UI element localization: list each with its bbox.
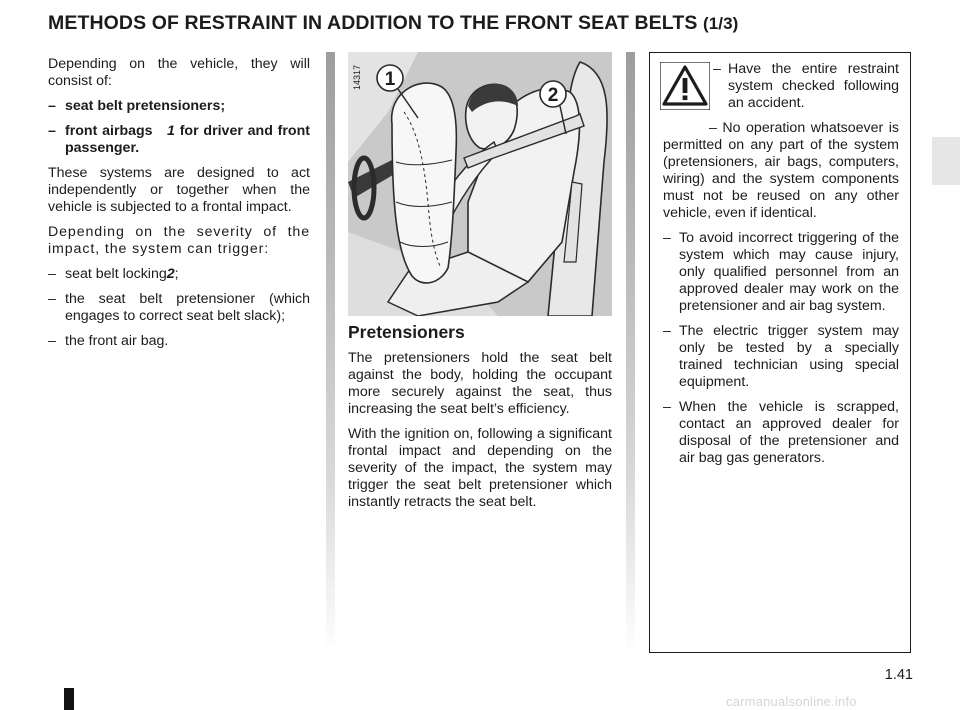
column-divider-right — [626, 52, 635, 654]
list-dash: – — [48, 98, 56, 114]
list-item-text-part: front airbags — [65, 123, 153, 139]
warning-item: – No operation whatsoever is permitted o… — [663, 120, 899, 222]
callout-1-leader — [397, 88, 419, 119]
list-item: – the seat belt pretensioner (which enga… — [48, 291, 310, 325]
list-dash: – — [713, 61, 721, 77]
callout-1-circle — [376, 64, 404, 92]
warning-item: – To avoid incorrect triggering of the s… — [663, 230, 899, 315]
warning-item-text: Have the entire restraint system checked… — [728, 61, 899, 111]
list-dash: – — [48, 266, 56, 282]
column-divider-left — [326, 52, 335, 654]
list-dash: – — [663, 230, 671, 246]
seat-belt-shape — [463, 113, 585, 169]
airbag-folds-shape — [395, 159, 453, 247]
exclamation-dot — [682, 95, 688, 101]
page-title: METHODS OF RESTRAINT IN ADDITION TO THE … — [48, 12, 738, 35]
warning-item-text: When the vehicle is scrapped, contact an… — [679, 399, 899, 466]
warning-item: – The electric trigger system may only b… — [663, 323, 899, 391]
callout-2-circle — [539, 80, 567, 108]
list-item-text: seat belt pretensioners; — [65, 98, 226, 114]
steering-wheel-shape — [351, 155, 377, 221]
warning-item-text: The electric trigger system may only be … — [679, 323, 899, 390]
list-item: – the front air bag. — [48, 333, 310, 350]
warning-item-text: No operation whatsoever is permitted on … — [663, 120, 900, 221]
list-item-text: seat belt locking2; — [65, 266, 310, 283]
page-number: 1.41 — [884, 667, 913, 683]
list-item-text-part: seat belt locking — [65, 266, 167, 282]
warning-box — [649, 52, 911, 653]
callout-reference: 1 — [167, 123, 175, 139]
list-dash: – — [48, 123, 56, 139]
section-heading: Pretensioners — [348, 322, 465, 342]
pretensioners-section: Pretensioners The pretensioners hold the… — [348, 322, 612, 519]
list-dash: – — [48, 333, 56, 349]
intro-paragraph: Depending on the vehicle, they will cons… — [48, 56, 310, 89]
list-item-text: front airbags 1 for driver and front pas… — [65, 123, 310, 157]
intro-column: Depending on the vehicle, they will cons… — [48, 56, 310, 358]
section-thumb-tab — [932, 137, 960, 185]
page-part-indicator: (1/3) — [702, 14, 739, 33]
list-dash: – — [48, 291, 56, 307]
warning-item-text: To avoid incorrect triggering of the sys… — [679, 230, 899, 314]
severity-paragraph: Depending on the severity of the impact,… — [48, 224, 310, 257]
belt-retractor-shape — [563, 181, 583, 263]
pretensioners-paragraph: The pretensioners hold the seat belt aga… — [348, 350, 612, 417]
airbag-illustration: 1 2 14317 — [348, 52, 612, 316]
list-item-text: the seat belt pretensioner (which engage… — [65, 291, 310, 324]
callout-2-label: 2 — [548, 85, 559, 106]
warning-item: – Have the entire restraint system check… — [713, 61, 899, 112]
systems-paragraph: These systems are designed to act indepe… — [48, 165, 310, 215]
list-item-text: the front air bag. — [65, 333, 169, 349]
page-title-text: METHODS OF RESTRAINT IN ADDITION TO THE … — [48, 12, 698, 34]
occupant-hair-shape — [468, 84, 518, 112]
corner-mark — [64, 688, 74, 710]
list-item-text-part: ; — [174, 266, 179, 282]
list-dash: – — [709, 120, 717, 136]
figure-code: 14317 — [352, 65, 362, 90]
warning-item: – When the vehicle is scrapped, contact … — [663, 399, 899, 467]
list-item: – seat belt locking2; — [48, 266, 310, 283]
watermark: carmanualsonline.info — [726, 694, 857, 709]
callout-reference: 2 — [166, 266, 175, 282]
warning-text: – Have the entire restraint system check… — [663, 61, 899, 475]
callout-1-label: 1 — [385, 69, 396, 90]
airbag-cushion-shape — [391, 82, 458, 284]
list-dash: – — [663, 399, 671, 415]
exclamation-bar — [682, 78, 688, 93]
trigger-paragraph: With the ignition on, following a signif… — [348, 426, 612, 510]
list-item-text-part: for driver and front passenger. — [65, 123, 310, 156]
list-item: – front airbags 1 for driver and front p… — [48, 123, 310, 157]
list-dash: – — [663, 323, 671, 339]
list-item: – seat belt pretensioners; — [48, 98, 310, 115]
warning-triangle-icon — [660, 62, 710, 110]
callout-2-leader — [559, 105, 567, 135]
